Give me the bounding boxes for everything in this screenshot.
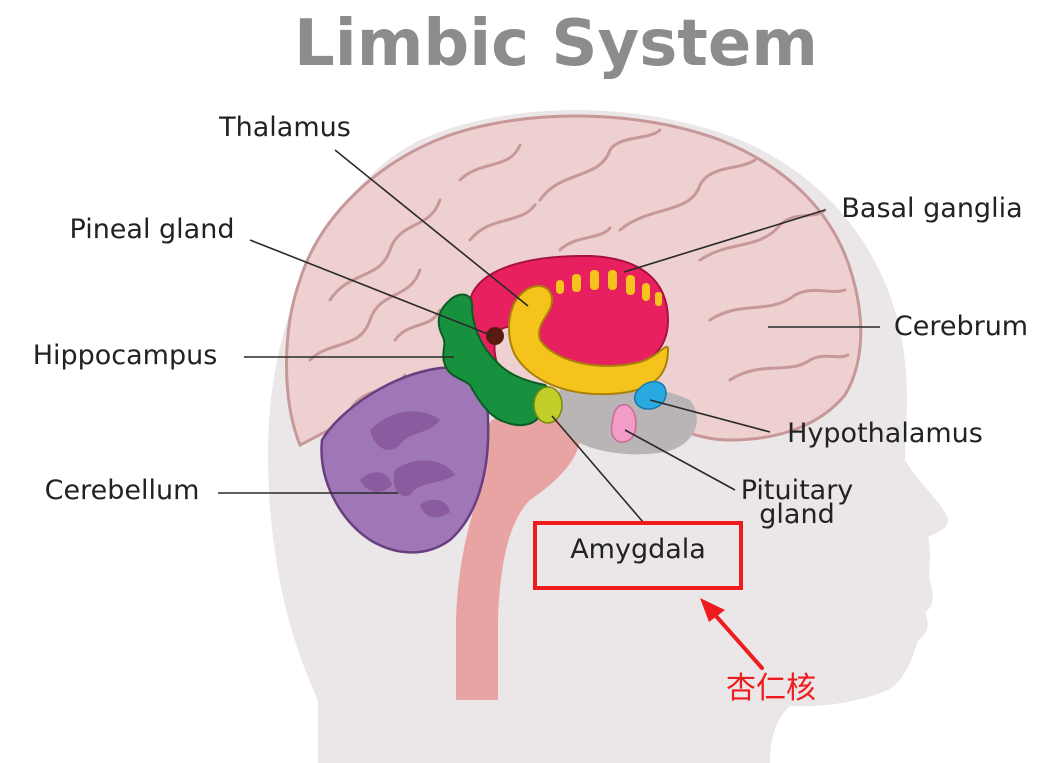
label-hippocampus: Hippocampus	[33, 340, 218, 371]
label-cerebellum: Cerebellum	[45, 475, 200, 506]
annotation-arrow	[700, 598, 764, 670]
label-thalamus: Thalamus	[218, 112, 351, 143]
label-pineal-gland: Pineal gland	[70, 214, 235, 245]
pineal-gland	[486, 327, 504, 345]
label-amygdala: Amygdala	[570, 534, 706, 565]
label-hypothalamus: Hypothalamus	[787, 418, 983, 449]
amygdala-highlight-box	[533, 521, 743, 590]
basal-ganglia-striations	[556, 270, 662, 306]
cerebrum-gyri	[308, 128, 850, 412]
annotation-text: 杏仁核	[726, 671, 816, 706]
label-pituitary-line2: gland	[759, 499, 834, 530]
thalamus	[508, 285, 670, 396]
hippocampus	[437, 293, 551, 427]
label-basal-ganglia: Basal ganglia	[841, 193, 1022, 224]
cerebellum-folia	[360, 411, 455, 518]
diagram-title: Limbic System	[294, 7, 818, 81]
label-pituitary-line1: Pituitary	[741, 475, 854, 506]
amygdala	[533, 386, 563, 424]
label-cerebrum: Cerebrum	[894, 311, 1028, 342]
pituitary-gland	[610, 404, 637, 443]
brainstem	[456, 406, 581, 700]
leader-lines	[218, 149, 880, 523]
